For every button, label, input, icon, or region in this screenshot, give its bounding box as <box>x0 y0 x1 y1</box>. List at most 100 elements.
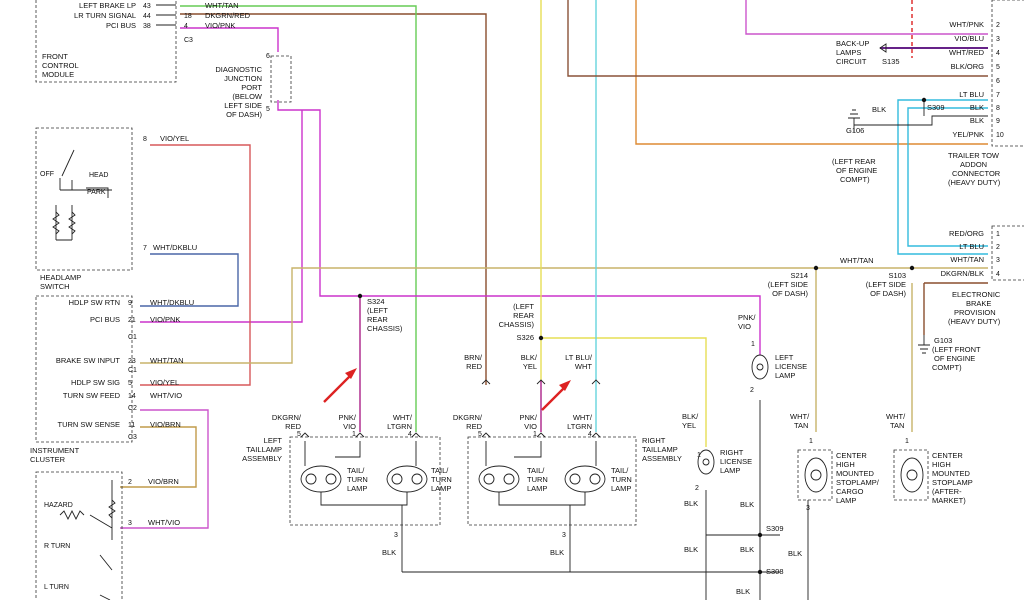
tail-wire-name-1: PNK/ <box>338 413 356 422</box>
right-tail-title-1: RIGHT <box>642 436 666 445</box>
fcm-row-pin: 43 <box>143 3 151 10</box>
left-tail-title-1: LEFT <box>264 436 283 445</box>
red-arrow-left-head <box>345 368 357 379</box>
tail-wire-pin: 4 <box>588 431 592 438</box>
tail-wire-name-2: RED <box>466 422 482 431</box>
blk-label-3: BLK <box>736 587 750 596</box>
headlamp-switch: OFF HEAD PARK 8 VIO/YEL 7 WHT/DKBLU HEAD… <box>35 127 197 291</box>
brake-title-2: BRAKE <box>966 299 991 308</box>
djp-pin-top: 6 <box>266 53 270 60</box>
tail-wire-name-1: WHT/ <box>393 413 413 422</box>
g106-loc-1: (LEFT REAR <box>832 157 876 166</box>
tail-wire-pin: 5 <box>297 431 301 438</box>
left-lamp1-1: TAIL/ <box>347 466 365 475</box>
cc-title-4: STOPLAMP/ <box>836 478 880 487</box>
cc-pin1: 1 <box>809 438 813 445</box>
headlamp-wire7: WHT/DKBLU <box>153 243 197 252</box>
right-ground-wire: BLK <box>550 548 564 557</box>
djp-pin-bottom: 5 <box>266 106 270 113</box>
right-lamp1-1: TAIL/ <box>527 466 545 475</box>
s135-label: S135 <box>882 57 900 66</box>
s324-2: (LEFT <box>367 306 388 315</box>
brake-row-pin: 2 <box>996 244 1000 251</box>
ca-title-5: (AFTER- <box>932 487 962 496</box>
tail-wire-name-1: DKGRN/ <box>272 413 302 422</box>
trailer-gnd-wire: BLK <box>872 105 886 114</box>
ca-wire-1: WHT/ <box>886 412 906 421</box>
cc-wire-1: WHT/ <box>790 412 810 421</box>
ca-title-3: MOUNTED <box>932 469 970 478</box>
headlamp-off: OFF <box>40 171 54 178</box>
ground-blk-labels: BLK BLK BLK <box>684 499 802 596</box>
tail-wire-name-2: LTGRN <box>387 422 412 431</box>
wire-vio-pnk-djp <box>277 100 761 355</box>
cluster-row-wire: WHT/VIO <box>150 391 182 400</box>
wire-vio-pnk-fcm <box>180 27 279 52</box>
wire-ltblu-loop2 <box>907 107 988 247</box>
wire-ltblu-loop <box>897 99 988 255</box>
djp-title-1: DIAGNOSTIC <box>215 65 262 74</box>
mf-wire3: WHT/VIO <box>148 518 180 527</box>
s309r-label: S309 <box>927 103 945 112</box>
left-lamp2-3: LAMP <box>431 484 451 493</box>
wire-brown-top <box>567 0 988 77</box>
fcm-row-wire: VIO/PNK <box>205 21 235 30</box>
g106-loc-3: COMPT) <box>840 175 870 184</box>
trailer-row-pin: 4 <box>996 50 1000 57</box>
djp-title-5: LEFT SIDE <box>224 101 262 110</box>
wire-vio-yel <box>140 144 251 386</box>
ca-pin1: 1 <box>905 438 909 445</box>
wire-ltgrn-trunk <box>180 5 417 432</box>
right-tail-title-3: ASSEMBLY <box>642 454 682 463</box>
brake-row-pin: 1 <box>996 231 1000 238</box>
trailer-row-wire: BLK/ORG <box>951 62 985 71</box>
left-lamp1-3: LAMP <box>347 484 367 493</box>
blk-label-1: BLK <box>684 499 698 508</box>
cluster-row-label: TURN SW SENSE <box>57 420 120 429</box>
cc-title-2: HIGH <box>836 460 855 469</box>
ca-title-6: MARKET) <box>932 496 966 505</box>
fcm-row-wire: WHT/TAN <box>205 1 239 10</box>
ll-title-2: LICENSE <box>775 362 807 371</box>
trailer-row-pin: 10 <box>996 132 1004 139</box>
djp-title-2: JUNCTION <box>224 74 262 83</box>
trailer-row-wire: BLK <box>970 116 984 125</box>
cluster-row-wire: VIO/PNK <box>150 315 180 324</box>
tail-connector <box>411 432 421 438</box>
left-tail-title-3: ASSEMBLY <box>242 454 282 463</box>
trailer-row-pin: 5 <box>996 64 1000 71</box>
left-ground-pin: 3 <box>394 532 398 539</box>
s324-3: REAR <box>367 315 388 324</box>
rl-title-3: LAMP <box>720 466 740 475</box>
g103-label: G103 <box>934 336 952 345</box>
red-arrow-right-head <box>559 380 571 391</box>
cluster-row-pin: 23 <box>128 358 136 365</box>
diagnostic-junction-port: 6 5 DIAGNOSTIC JUNCTION PORT (BELOW LEFT… <box>215 53 292 119</box>
g103-loc-1: (LEFT FRONT <box>932 345 981 354</box>
djp-title-6: OF DASH) <box>226 110 262 119</box>
right-above-name-2: YEL <box>523 362 537 371</box>
right-above-name-2: RED <box>466 362 482 371</box>
colored-wires <box>120 0 988 529</box>
right-above-connector <box>536 379 546 385</box>
cluster-title-2: CLUSTER <box>30 455 66 464</box>
ll-gnd: BLK <box>740 500 754 509</box>
right-above-name-1: BRN/ <box>464 353 483 362</box>
ca-title-1: CENTER <box>932 451 963 460</box>
cc-title-1: CENTER <box>836 451 867 460</box>
fcm-connector: C3 <box>184 37 193 44</box>
splice-labels: S324 (LEFT REAR CHASSIS) (LEFT REAR CHAS… <box>357 57 945 576</box>
s214-1: S214 <box>790 271 808 280</box>
tail-connector <box>355 432 365 438</box>
tail-connector <box>536 432 546 438</box>
tail-wire-name-1: PNK/ <box>519 413 537 422</box>
right-tail-title-2: TAILLAMP <box>642 445 678 454</box>
brake-row-pin: 4 <box>996 271 1000 278</box>
mf-pin2: 2 <box>128 479 132 486</box>
tail-connector <box>300 432 310 438</box>
red-arrows <box>323 368 571 411</box>
mf-rturn: R TURN <box>44 543 70 550</box>
